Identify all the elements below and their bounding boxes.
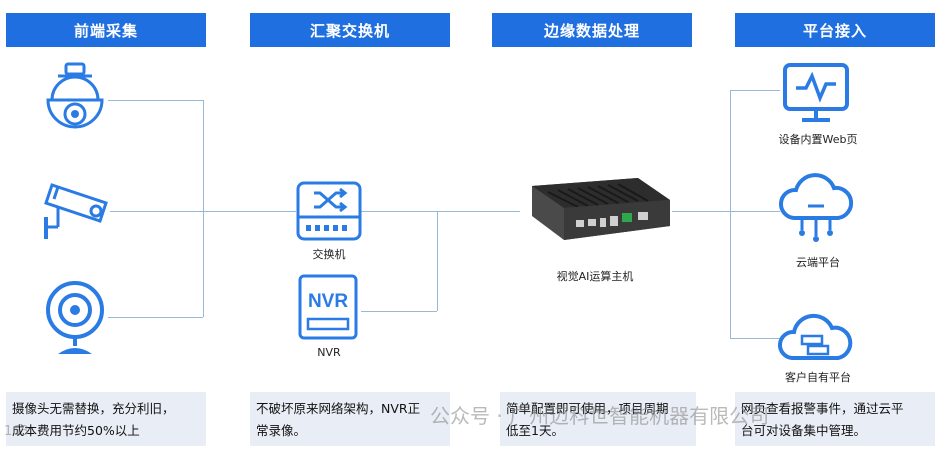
connector-cloud [730, 211, 780, 212]
nvr-icon: NVR [298, 274, 358, 340]
watermark-corner: 163 [4, 424, 29, 439]
webcam-icon [42, 278, 108, 360]
switch-icon [296, 181, 362, 241]
info-box-switch: 不破坏原来网络架构，NVR正 常录像。 [250, 392, 450, 446]
nvr-icon-text: NVR [308, 291, 348, 312]
info-platform-line1: 网页查看报警事件，通过云平 [741, 398, 929, 420]
connector-nvr-right [361, 311, 437, 312]
connector-web [730, 90, 780, 91]
header-aggregation-switch: 汇聚交换机 [250, 13, 450, 47]
header-platform-access: 平台接入 [735, 13, 935, 47]
bullet-camera-icon [38, 175, 118, 245]
header-edge-processing: 边缘数据处理 [492, 13, 692, 47]
watermark-text: 公众号 · 广州迈科世智能机器有限公司 [430, 400, 769, 429]
web-label: 设备内置Web页 [758, 131, 878, 147]
cloud-platform-icon [778, 174, 854, 244]
info-platform-line2: 台可对设备集中管理。 [741, 420, 929, 442]
connector-host-out [672, 211, 730, 212]
own-platform-icon [778, 308, 854, 368]
connector-cam3 [108, 317, 203, 318]
connector-to-host [437, 211, 520, 212]
cloud-label: 云端平台 [758, 254, 878, 270]
connector-platform-vertical [730, 90, 731, 338]
own-platform-label: 客户自有平台 [758, 369, 878, 385]
connector-cam1 [108, 100, 203, 101]
switch-label: 交换机 [290, 246, 368, 262]
dome-camera-icon [40, 62, 110, 142]
info-box-front: 摄像头无需替换，充分利旧， 成本费用节约50%以上 [6, 392, 206, 446]
connector-own-platform [730, 338, 780, 339]
edge-ai-host-label: 视觉AI运算主机 [520, 268, 670, 284]
monitor-web-icon [782, 62, 850, 124]
nvr-label: NVR [290, 346, 368, 359]
info-switch-line2: 常录像。 [256, 420, 444, 442]
info-front-line2: 成本费用节约50%以上 [12, 420, 200, 442]
header-front-collection: 前端采集 [6, 13, 206, 47]
info-switch-line1: 不破坏原来网络架构，NVR正 [256, 398, 444, 420]
connector-cam2 [110, 211, 296, 212]
connector-cameras-vertical [203, 100, 204, 317]
info-front-line1: 摄像头无需替换，充分利旧， [12, 398, 200, 420]
edge-ai-host-icon [518, 170, 676, 252]
connector-switch-right [361, 211, 437, 212]
connector-mid-vertical [437, 211, 438, 311]
